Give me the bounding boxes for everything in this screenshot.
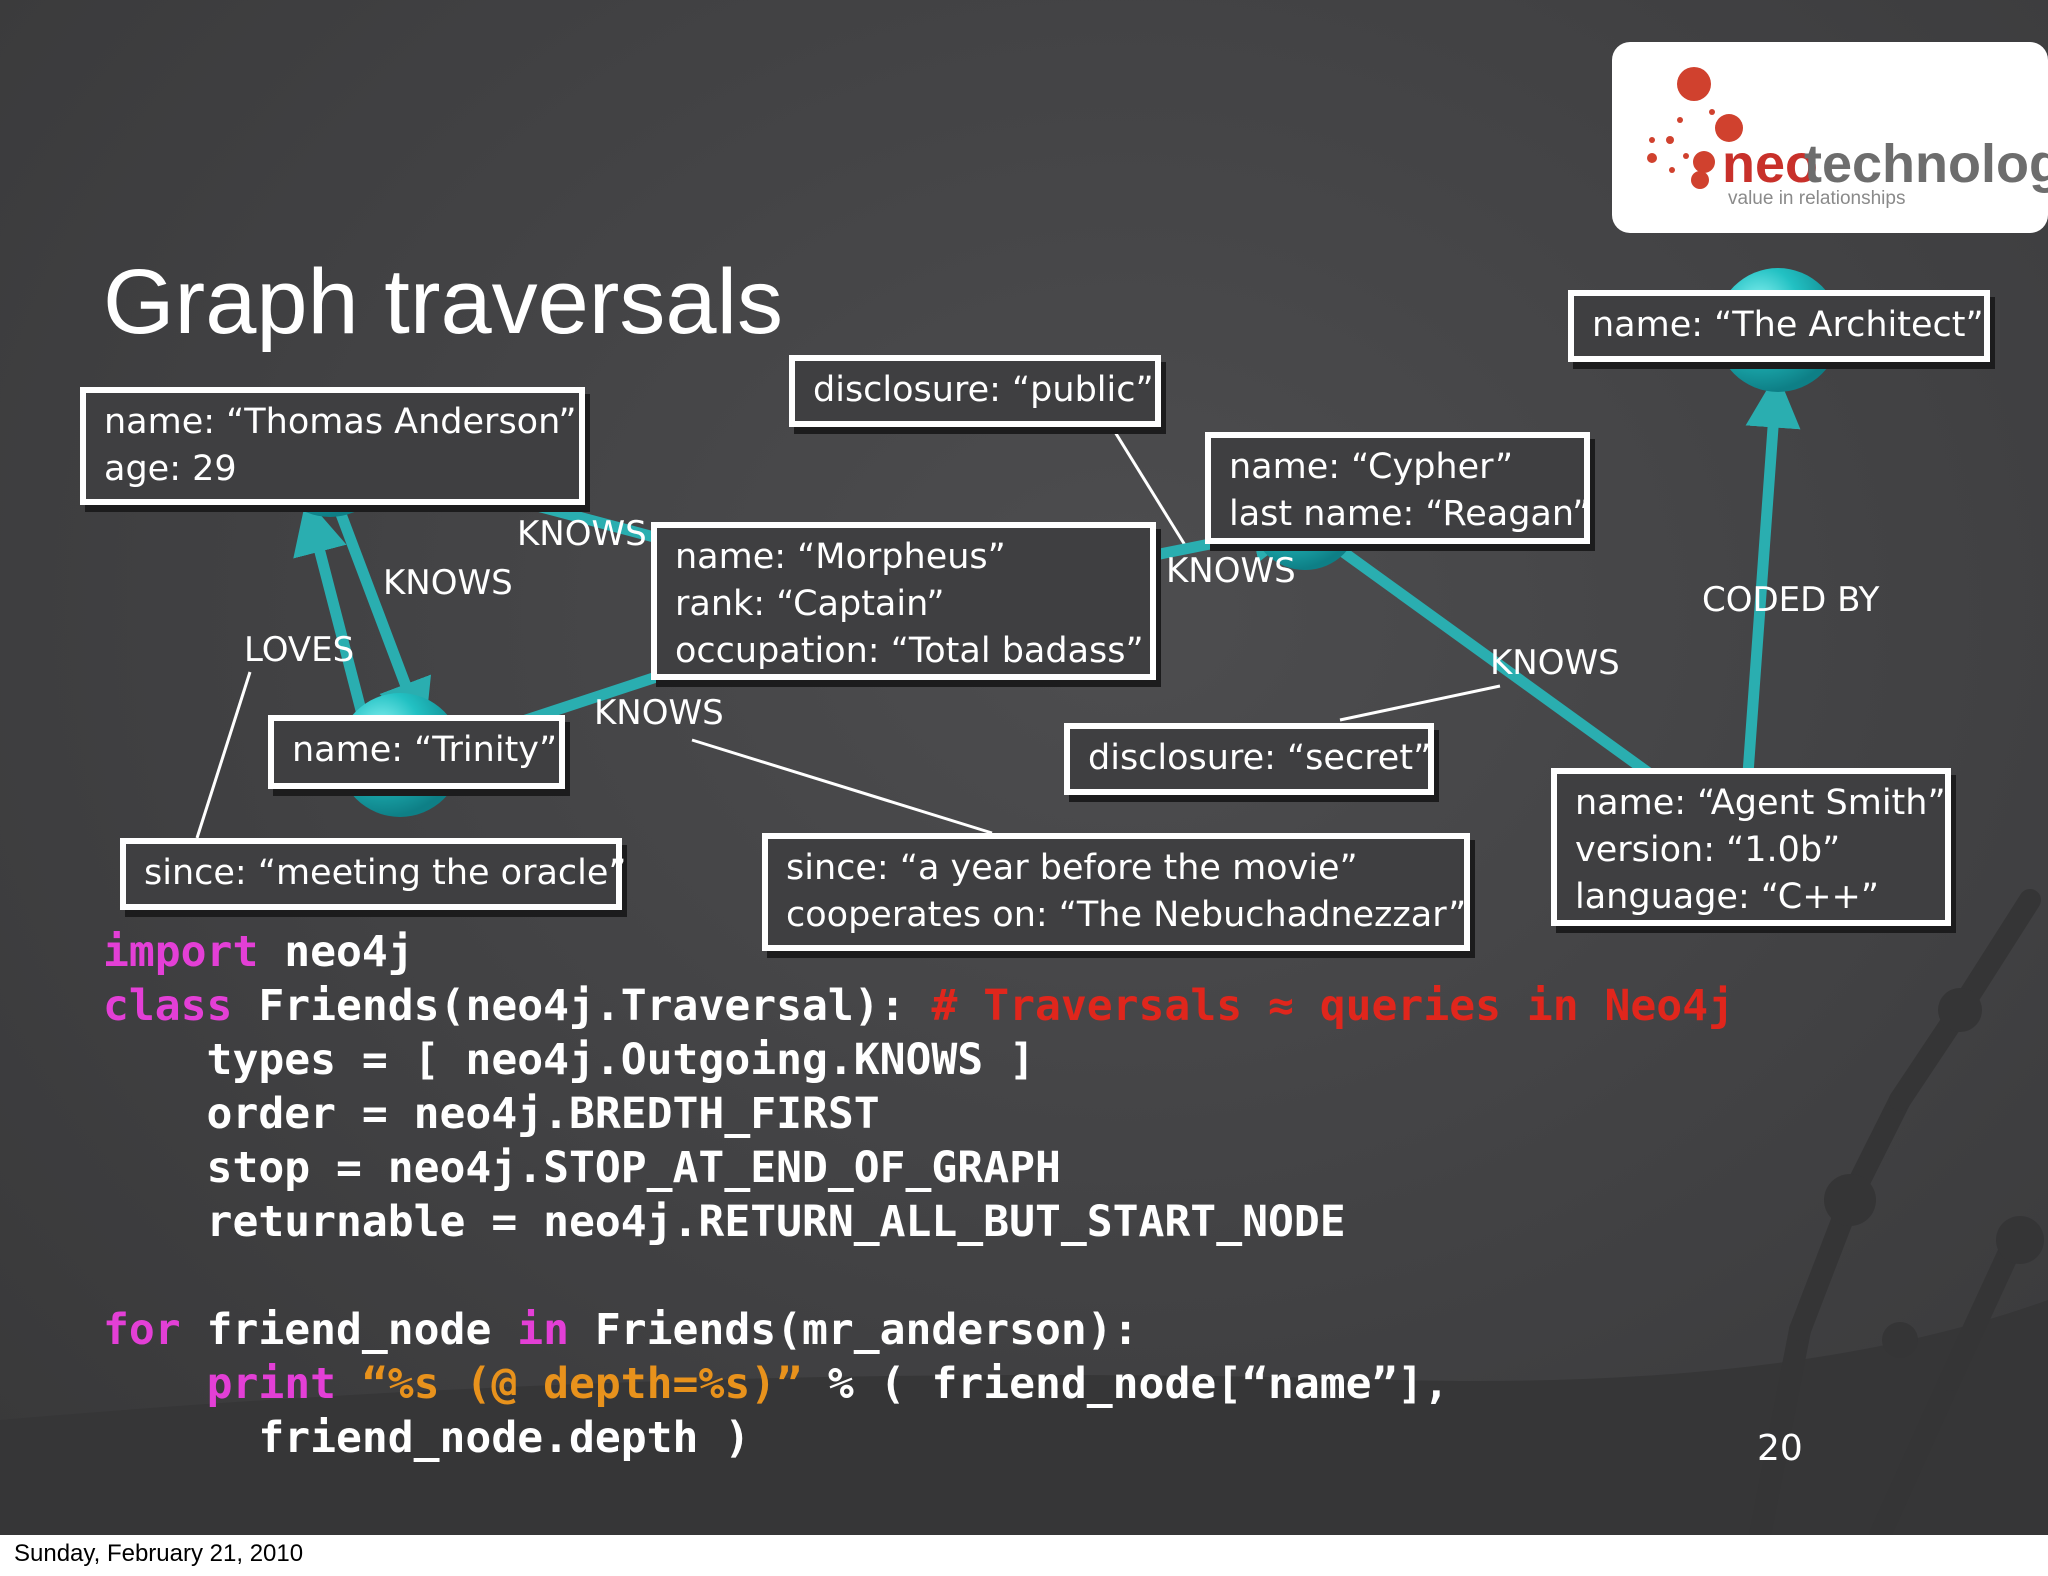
page-title: Graph traversals [103, 251, 784, 353]
rel-box-secret: disclosure: “secret” [1064, 723, 1434, 795]
node-trinity-name: name: “Trinity” [292, 730, 558, 770]
node-cypher-lastname: last name: “Reagan” [1229, 494, 1591, 534]
rel-label-knows-trinity-morpheus: KNOWS [594, 693, 724, 733]
node-box-architect: name: “The Architect” [1568, 290, 1990, 362]
node-box-trinity: name: “Trinity” [268, 715, 565, 789]
node-morpheus-occupation: occupation: “Total badass” [675, 631, 1144, 671]
logo-tagline: value in relationships [1728, 188, 1905, 209]
edge-cypher-smith [1304, 522, 1723, 827]
code-keyword: import [103, 927, 259, 977]
node-architect-name: name: “The Architect” [1592, 305, 1984, 345]
rel-movie-since: since: “a year before the movie” [786, 848, 1358, 888]
logo-brand-neo: neo [1722, 134, 1818, 194]
edge-smith-architect [1739, 372, 1801, 821]
code-line-10: friend_node.depth ) [103, 1413, 751, 1463]
connector-oracle [195, 671, 252, 839]
code-keyword: print [206, 1359, 337, 1409]
rel-public-disclosure: disclosure: “public” [813, 370, 1154, 410]
rel-label-knows-thomas-morpheus: KNOWS [517, 514, 647, 554]
node-smith-language: language: “C++” [1575, 877, 1879, 917]
code-block: import neo4j class Friends(neo4j.Travers… [103, 925, 1734, 1465]
node-thomas-name: name: “Thomas Anderson” [104, 402, 577, 442]
footer-date: Sunday, February 21, 2010 [14, 1540, 304, 1567]
rel-label-knows-cypher-smith: KNOWS [1490, 643, 1620, 683]
molecule-logo-icon: neo technology value in relationships [1647, 67, 2048, 209]
connector-secret [1339, 684, 1501, 722]
neotechnology-logo: neo technology value in relationships [1612, 42, 2048, 233]
code-line-5: stop = neo4j.STOP_AT_END_OF_GRAPH [103, 1143, 1061, 1193]
logo-brand-technology: technology [1804, 134, 2048, 194]
code-comment: # Traversals ≈ queries in Neo4j [931, 981, 1734, 1031]
rel-label-knows-thomas-trinity: KNOWS [383, 563, 513, 603]
node-box-cypher: name: “Cypher” last name: “Reagan” [1205, 432, 1590, 544]
code-line-6: returnable = neo4j.RETURN_ALL_BUT_START_… [103, 1197, 1346, 1247]
code-line-2: class Friends(neo4j.Traversal): # Traver… [103, 981, 1734, 1031]
code-line-8: for friend_node in Friends(mr_anderson): [103, 1305, 1139, 1355]
code-text: friend_node [180, 1305, 518, 1355]
rel-label-loves: LOVES [244, 630, 355, 670]
code-string: “%s (@ depth=%s)” [336, 1359, 803, 1409]
connector-public [1113, 431, 1190, 551]
node-box-thomas: name: “Thomas Anderson” age: 29 [80, 387, 585, 505]
code-line-3: types = [ neo4j.Outgoing.KNOWS ] [103, 1035, 1035, 1085]
rel-secret-disclosure: disclosure: “secret” [1088, 738, 1432, 778]
node-smith-version: version: “1.0b” [1575, 830, 1841, 870]
code-text: neo4j [258, 927, 414, 977]
node-morpheus-name: name: “Morpheus” [675, 537, 1006, 577]
code-text: Friends(neo4j.Traversal): [232, 981, 932, 1031]
rel-label-coded-by: CODED BY [1702, 580, 1880, 620]
connector-movie [691, 738, 993, 835]
node-cypher-name: name: “Cypher” [1229, 447, 1514, 487]
code-line-1: import neo4j [103, 927, 414, 977]
page-number: 20 [1757, 1428, 1803, 1469]
code-keyword: for [103, 1305, 181, 1355]
rel-oracle-since: since: “meeting the oracle” [144, 853, 627, 893]
code-indent [103, 1359, 207, 1409]
code-keyword: class [103, 981, 233, 1031]
code-keyword: in [517, 1305, 569, 1355]
rel-movie-cooperates: cooperates on: “The Nebuchadnezzar” [786, 895, 1467, 935]
node-thomas-age: age: 29 [104, 449, 237, 489]
code-line-9: print “%s (@ depth=%s)” % ( friend_node[… [103, 1359, 1450, 1409]
node-box-morpheus: name: “Morpheus” rank: “Captain” occupat… [651, 522, 1156, 680]
rel-box-public: disclosure: “public” [789, 355, 1161, 427]
slide: Graph traversals neo technology value in… [0, 0, 2048, 1535]
node-smith-name: name: “Agent Smith” [1575, 783, 1946, 823]
code-text: % ( friend_node[“name”], [802, 1359, 1450, 1409]
rel-label-knows-morpheus-cypher: KNOWS [1166, 551, 1296, 591]
rel-box-oracle: since: “meeting the oracle” [120, 838, 627, 910]
background-decoration [0, 889, 2048, 1535]
rel-box-movie: since: “a year before the movie” coopera… [762, 833, 1470, 951]
node-box-smith: name: “Agent Smith” version: “1.0b” lang… [1551, 768, 1951, 926]
node-morpheus-rank: rank: “Captain” [675, 584, 945, 624]
code-line-4: order = neo4j.BREDTH_FIRST [103, 1089, 880, 1139]
code-text: Friends(mr_anderson): [569, 1305, 1139, 1355]
